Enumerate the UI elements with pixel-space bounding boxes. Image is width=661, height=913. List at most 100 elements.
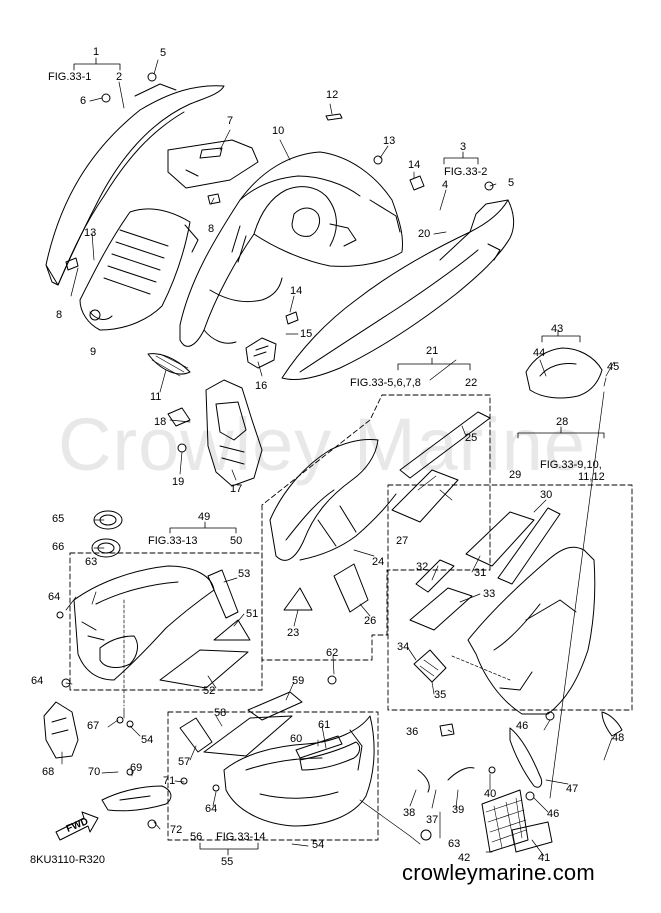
hardware-items: [56, 72, 555, 841]
group-box-49: [69, 552, 263, 691]
callout-13: 13: [383, 135, 396, 147]
callout-70: 70: [88, 766, 101, 778]
part-cover-43: [525, 347, 603, 399]
part-side-panel-left: [45, 83, 225, 286]
figure-ref: FIG.33-1: [48, 71, 92, 83]
callout-56: 56: [190, 831, 203, 843]
callout-19: 19: [172, 476, 185, 488]
part-strip-25: [399, 411, 491, 479]
callout-68: 68: [42, 766, 55, 778]
callout-66: 66: [52, 541, 65, 553]
part-grille-34: [413, 649, 447, 683]
callout-21: 21: [426, 345, 439, 357]
callout-23: 23: [287, 627, 300, 639]
callout-46: 46: [516, 720, 529, 732]
part-bracket-16: [245, 337, 277, 369]
callout-52: 52: [203, 685, 216, 697]
part-lower-tub: [223, 715, 375, 827]
callout-65: 65: [52, 513, 65, 525]
callout-64c: 64: [205, 803, 218, 815]
callout-41: 41: [538, 852, 551, 864]
callout-37: 37: [426, 814, 439, 826]
callout-27: 27: [396, 535, 409, 547]
part-storage-box: [467, 546, 596, 715]
figure-ref: 11,12: [578, 471, 605, 483]
callout-29: 29: [509, 469, 522, 481]
part-louver-left: [79, 208, 199, 331]
callout-34: 34: [397, 641, 410, 653]
callout-32: 32: [416, 561, 429, 573]
part-grille-11: [147, 353, 191, 377]
callout-26: 26: [364, 615, 377, 627]
part-storage-tub: [73, 565, 215, 681]
callout-54b: 54: [312, 839, 325, 851]
callout-24: 24: [372, 556, 385, 568]
part-strip-30: [497, 507, 561, 585]
callout-16: 16: [255, 380, 268, 392]
callout-69: 69: [130, 762, 143, 774]
figure-ref: FIG.33-13: [148, 535, 198, 547]
figure-ref: FIG.33-14: [216, 831, 266, 843]
callout-1: 1: [93, 46, 100, 58]
part-panel-7: [167, 139, 259, 189]
callout-53: 53: [238, 568, 251, 580]
callout-46b: 46: [547, 808, 560, 820]
part-pad-31: [465, 511, 535, 567]
callout-51: 51: [246, 608, 259, 620]
callout-4: 4: [442, 179, 449, 191]
part-pocket-17: [205, 379, 263, 487]
callout-2: 2: [116, 71, 123, 83]
callout-22: 22: [465, 377, 478, 389]
callout-9: 9: [90, 346, 97, 358]
callout-20: 20: [418, 228, 431, 240]
figure-ref: FIG.33-2: [444, 166, 488, 178]
callout-30: 30: [540, 489, 553, 501]
part-strip-61: [299, 741, 361, 771]
callout-40: 40: [484, 788, 497, 800]
callout-55: 55: [221, 856, 234, 868]
callout-3: 3: [460, 141, 467, 153]
part-plate-41: [511, 821, 553, 853]
part-mat-58: [203, 715, 293, 757]
part-bracket-69: [101, 785, 172, 812]
reference-code: 8KU3110-R320: [30, 854, 106, 866]
site-url: crowleymarine.com: [402, 860, 595, 885]
callout-7: 7: [227, 115, 234, 127]
callout-12: 12: [326, 89, 339, 101]
callout-64: 64: [48, 591, 61, 603]
part-pad-27: [391, 469, 459, 523]
bracket-lines: [73, 57, 605, 856]
part-piece-47: [509, 727, 543, 788]
leader-lines: [61, 59, 615, 857]
callout-14b: 14: [290, 285, 303, 297]
fwd-arrow-icon: [55, 811, 99, 841]
callout-62: 62: [326, 647, 339, 659]
group-box-55: [167, 711, 379, 841]
callout-43: 43: [551, 323, 564, 335]
part-piece-48: [601, 711, 623, 737]
part-strap-57: [179, 717, 213, 753]
callout-31: 31: [474, 567, 487, 579]
part-mat-33: [409, 587, 473, 631]
callout-8: 8: [208, 223, 215, 235]
part-side-panel-right: [281, 199, 515, 381]
figure-ref: FIG.33-9,10,: [540, 459, 602, 471]
callout-33: 33: [483, 588, 496, 600]
part-strap-53: [207, 569, 239, 619]
part-pad-32: [415, 559, 455, 593]
callout-35: 35: [434, 689, 447, 701]
part-tray-22: [269, 439, 397, 561]
part-center-deck: [179, 151, 403, 347]
callout-63: 63: [85, 556, 98, 568]
callout-58: 58: [214, 707, 227, 719]
callout-5: 5: [160, 47, 167, 59]
callout-8b: 8: [56, 309, 63, 321]
figure-ref: FIG.33-5,6,7,8: [350, 377, 421, 389]
callout-72: 72: [170, 824, 183, 836]
group-box-28: [387, 484, 633, 711]
callout-44: 44: [533, 347, 546, 359]
callout-5b: 5: [508, 177, 515, 189]
callout-6: 6: [80, 95, 87, 107]
